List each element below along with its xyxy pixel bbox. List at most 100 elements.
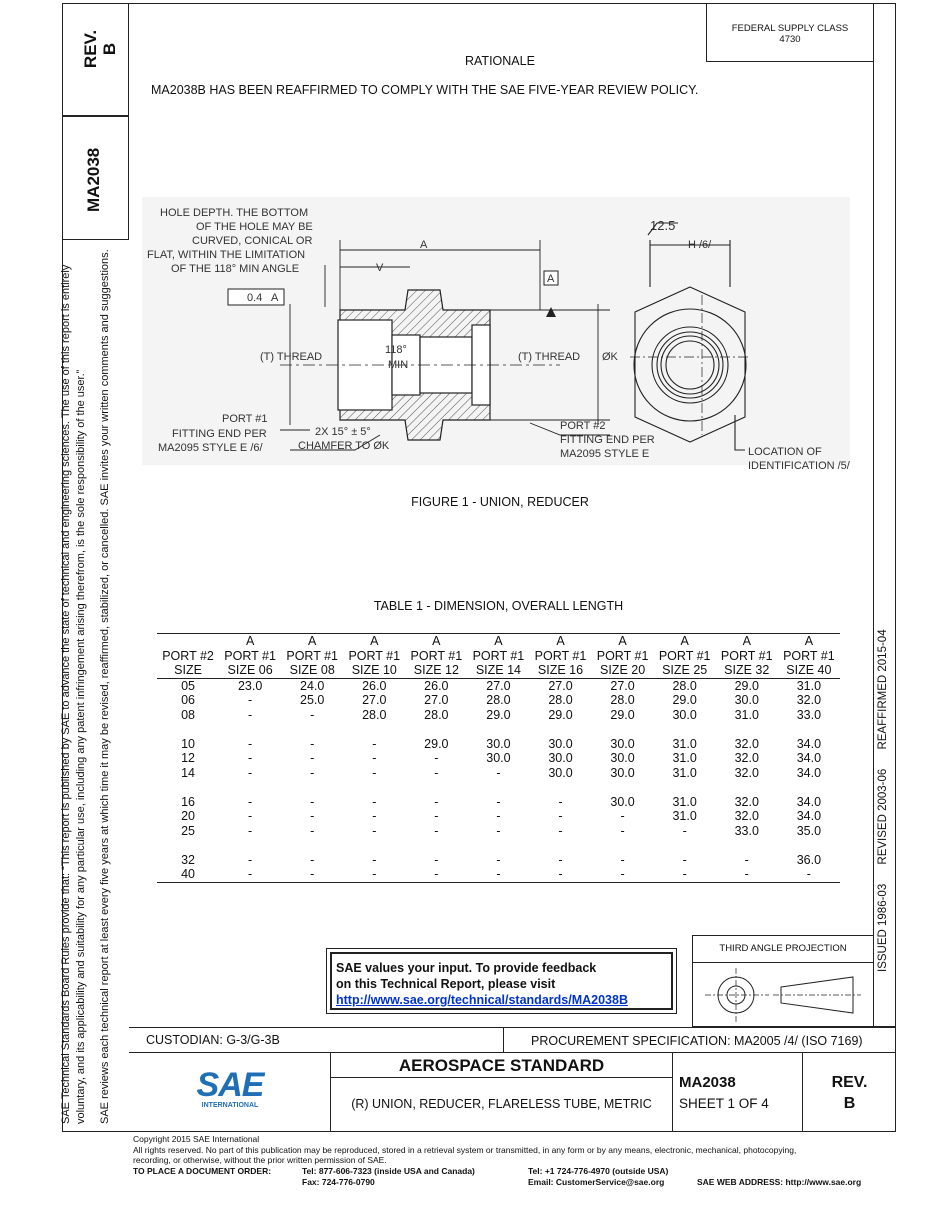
table-cell: -	[248, 765, 253, 780]
table-cell: -	[744, 867, 749, 881]
table-cell: 30.0	[734, 693, 759, 707]
table-cell: -	[248, 867, 253, 881]
procurement: PROCUREMENT SPECIFICATION: MA2005 /4/ (I…	[531, 1034, 863, 1048]
federal-supply-label: FEDERAL SUPPLY CLASS	[731, 23, 849, 34]
table-cell: -	[372, 852, 377, 867]
table-cell: 34.0	[796, 736, 822, 751]
angle-label-1: 118°	[385, 344, 407, 356]
table-cell: 35.0	[796, 823, 822, 838]
table-header-cell: PORT #1	[410, 648, 463, 663]
hole-depth-5: OF THE 118° MIN ANGLE	[171, 263, 299, 275]
table-cell: 29.0	[424, 736, 449, 751]
table-cell: 31.0	[672, 794, 697, 809]
table-cell	[654, 780, 716, 795]
table-cell	[343, 722, 405, 737]
rev-tab-value: B	[100, 42, 119, 56]
table-cell	[343, 838, 405, 853]
table-row: 40----------	[157, 867, 840, 882]
table-cell	[405, 780, 467, 795]
feedback-line-2: on this Technical Report, please visit	[336, 977, 556, 991]
dim-a: A	[420, 239, 428, 251]
table-cell: 31.0	[672, 736, 697, 751]
table-header-cell: A	[804, 634, 814, 648]
table-header-cell: PORT #1	[596, 648, 649, 663]
roughness: 12.5	[650, 218, 675, 233]
sheet: SHEET 1 OF 4	[679, 1096, 769, 1111]
table-title: TABLE 1 - DIMENSION, OVERALL LENGTH	[373, 599, 624, 613]
table-cell: -	[310, 751, 315, 765]
table-cell: 32.0	[796, 693, 822, 707]
port2-3: MA2095 STYLE E	[560, 448, 649, 460]
table-cell: 24.0	[300, 678, 325, 693]
thread-right: (T) THREAD	[518, 351, 580, 363]
history-text: ISSUED 1986-03 REVISED 2003-06 REAFFIRME…	[877, 629, 889, 972]
chamfer-1: 2X 15° ± 5°	[315, 426, 371, 438]
table-cell: -	[558, 823, 563, 838]
table-cell	[654, 722, 716, 737]
rev-value: B	[843, 1095, 856, 1112]
table-cell: 30.0	[672, 707, 697, 722]
table-header-cell: SIZE 14	[475, 663, 522, 677]
table-cell: 31.0	[796, 678, 822, 693]
table-cell	[716, 780, 778, 795]
table-cell: 32.0	[734, 736, 759, 751]
port2-1: PORT #2	[560, 420, 605, 432]
table-cell: -	[558, 794, 563, 809]
table-cell: -	[372, 794, 377, 809]
rationale-heading: RATIONALE	[465, 54, 535, 68]
table-cell: 32.0	[734, 751, 759, 765]
table-cell: -	[434, 867, 439, 881]
table-header-cell: SIZE	[174, 663, 202, 677]
table-cell: -	[682, 867, 687, 881]
table-cell: 32.0	[734, 794, 759, 809]
third-angle-symbol	[705, 968, 861, 1022]
table-cell: 30.0	[486, 751, 511, 765]
side-note-3: SAE reviews each technical report at lea…	[99, 249, 111, 1124]
table-cell	[405, 838, 467, 853]
table-cell: 30.0	[610, 794, 635, 809]
table-cell: 27.0	[610, 678, 635, 693]
footer-order-label: TO PLACE A DOCUMENT ORDER:	[133, 1166, 272, 1176]
table-cell: 29.0	[672, 693, 697, 707]
footer-copyright: Copyright 2015 SAE International	[133, 1134, 260, 1144]
table-cell: 30.0	[610, 751, 635, 765]
table-cell: -	[248, 809, 253, 823]
table-cell: 28.0	[362, 707, 387, 722]
federal-supply-box: FEDERAL SUPPLY CLASS 4730	[706, 3, 874, 62]
table-cell	[778, 838, 840, 853]
table-header-cell: PORT #1	[286, 648, 339, 663]
table-cell	[592, 722, 654, 737]
table-cell: -	[310, 809, 315, 823]
table-cell: 40	[181, 867, 195, 881]
table-cell	[654, 838, 716, 853]
table-header-cell: PORT #1	[224, 648, 276, 663]
table-row	[157, 722, 840, 737]
tol-datum: A	[271, 292, 279, 304]
table-cell	[778, 780, 840, 795]
table-cell: 08	[181, 707, 195, 722]
feedback-box: SAE values your input. To provide feedba…	[326, 948, 677, 1014]
table-cell	[529, 780, 591, 795]
table-cell: -	[434, 852, 439, 867]
feedback-link[interactable]: http://www.sae.org/technical/standards/M…	[336, 993, 628, 1007]
table-cell: 32	[181, 852, 195, 867]
table-cell: 28.0	[672, 678, 697, 693]
table-row	[157, 838, 840, 853]
table-cell: 31.0	[672, 751, 697, 765]
footer-tel-outside: Tel: +1 724-776-4970 (outside USA)	[528, 1166, 669, 1176]
loc-1: LOCATION OF	[748, 446, 822, 458]
table-cell	[343, 780, 405, 795]
table-cell: 33.0	[796, 707, 822, 722]
history-strip	[873, 3, 896, 1027]
table-cell: -	[620, 809, 625, 823]
table-cell: 06	[181, 693, 195, 707]
table-cell: 30.0	[610, 736, 635, 751]
table-cell: 26.0	[424, 678, 449, 693]
table-cell: -	[248, 794, 253, 809]
table-cell: 31.0	[672, 809, 697, 823]
table-cell: -	[310, 765, 315, 780]
